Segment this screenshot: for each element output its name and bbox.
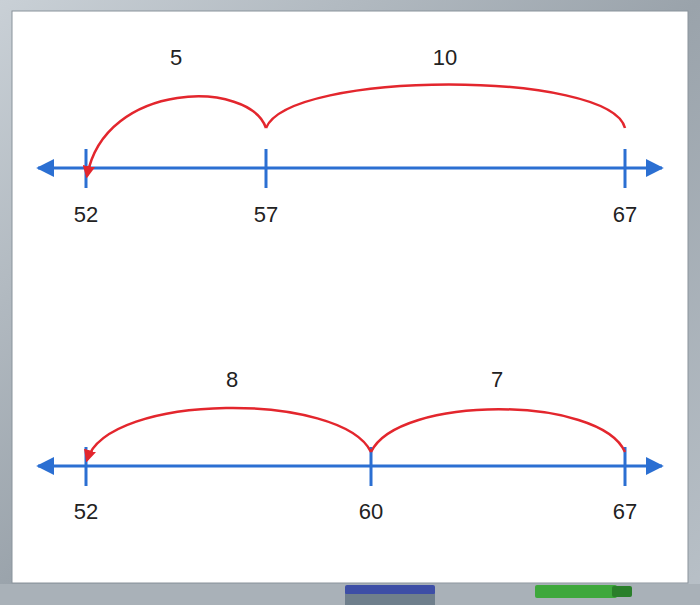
jump-size: 7 xyxy=(491,368,503,392)
tick-mark xyxy=(370,447,373,486)
tick-number: 67 xyxy=(613,203,637,227)
tick-number: 52 xyxy=(74,203,98,227)
tick-number: 67 xyxy=(613,500,637,524)
marker xyxy=(535,585,617,598)
jump-arc xyxy=(87,96,266,176)
tick-mark xyxy=(85,149,88,188)
tick-mark xyxy=(85,447,88,486)
jump-arc xyxy=(266,85,625,129)
jump-size: 10 xyxy=(433,46,457,70)
tick-number: 57 xyxy=(254,203,278,227)
board-surface xyxy=(12,11,688,583)
marker-cap xyxy=(612,586,632,597)
marker-tray xyxy=(0,584,700,605)
tick-number: 52 xyxy=(74,500,98,524)
jump-arc xyxy=(87,408,371,460)
jump-size: 8 xyxy=(226,368,238,392)
tick-number: 60 xyxy=(359,500,383,524)
number-line xyxy=(38,167,662,170)
eraser xyxy=(345,585,435,595)
jump-size: 5 xyxy=(170,46,182,70)
tick-mark xyxy=(265,149,268,188)
eraser-felt xyxy=(345,594,435,605)
jump-arc xyxy=(371,409,625,452)
tick-mark xyxy=(624,447,627,486)
tick-mark xyxy=(624,149,627,188)
number-line xyxy=(38,465,662,468)
